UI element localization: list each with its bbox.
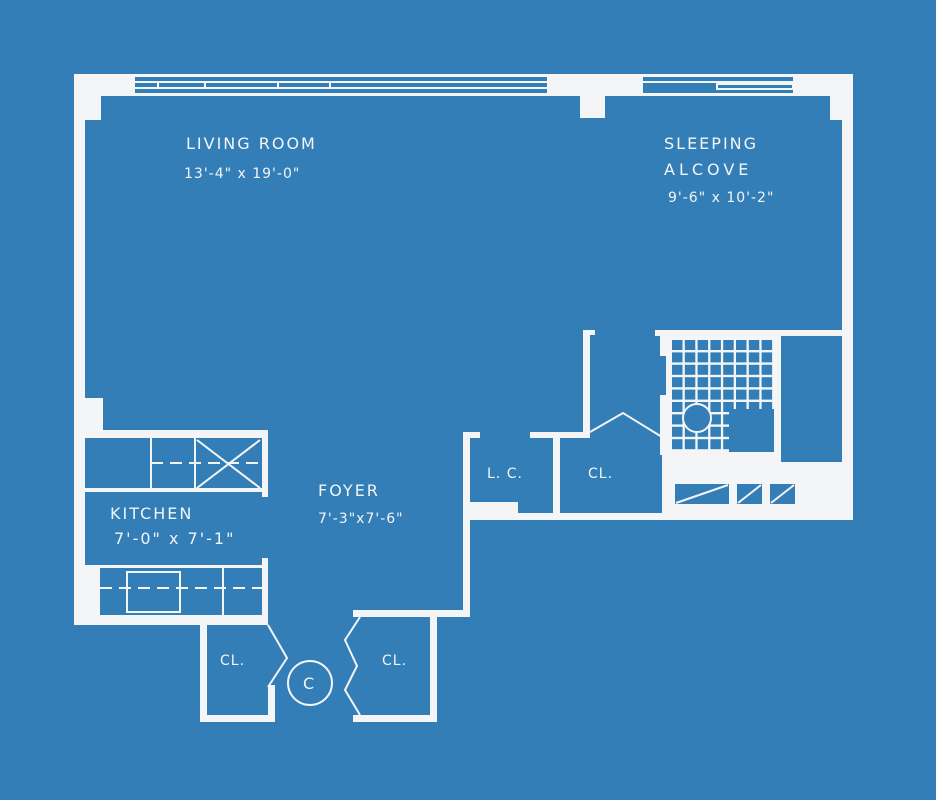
- stove-icon: [196, 439, 261, 489]
- tile: [697, 340, 709, 350]
- tile: [684, 439, 696, 450]
- tile: [736, 364, 747, 375]
- tile: [710, 364, 721, 375]
- tile: [684, 377, 696, 388]
- tile: [748, 364, 760, 375]
- tile: [736, 402, 747, 412]
- bifold-door: [343, 616, 361, 716]
- tile: [684, 352, 696, 363]
- kitchen-upper-counter: [150, 438, 262, 490]
- living-room-dims: 13'-4" x 19'-0": [184, 166, 300, 182]
- tile: [697, 377, 709, 388]
- kitchen-walls: [74, 430, 268, 625]
- kitchen-label: KITCHEN: [110, 504, 193, 523]
- closet-bath-label: CL.: [588, 466, 613, 482]
- tile: [710, 426, 721, 437]
- tile: [748, 377, 760, 388]
- tile: [672, 340, 683, 350]
- tile: [748, 402, 760, 412]
- sleeping-alcove-label-2: ALCOVE: [664, 160, 752, 179]
- tile: [684, 340, 696, 350]
- tile: [761, 340, 773, 350]
- tile: [723, 389, 734, 400]
- kitchen-dims: 7'-0" x 7'-1": [114, 529, 235, 548]
- tile: [710, 389, 721, 400]
- tile: [748, 352, 760, 363]
- foyer-dims: 7'-3"x7'-6": [318, 511, 404, 527]
- sink-icon: [126, 571, 181, 613]
- tile: [736, 377, 747, 388]
- tile: [697, 439, 709, 450]
- tile: [672, 439, 683, 450]
- tile: [672, 352, 683, 363]
- tile: [672, 364, 683, 375]
- tile: [684, 389, 696, 400]
- tile: [710, 402, 721, 412]
- tile: [761, 364, 773, 375]
- tile: [748, 340, 760, 350]
- closet-right-walls: [343, 610, 470, 722]
- tile: [684, 364, 696, 375]
- living-room-label: LIVING ROOM: [186, 134, 317, 153]
- window-living-room: [135, 77, 547, 93]
- tile: [761, 352, 773, 363]
- compactor-label: C: [303, 674, 314, 693]
- tile: [710, 352, 721, 363]
- tile: [684, 426, 696, 437]
- tile: [710, 439, 721, 450]
- tile: [672, 389, 683, 400]
- tile: [761, 389, 773, 400]
- tile: [723, 439, 734, 450]
- tile: [748, 389, 760, 400]
- closet-door: [589, 411, 663, 438]
- tile: [672, 402, 683, 412]
- tile: [697, 389, 709, 400]
- tile: [723, 402, 734, 412]
- tile: [672, 426, 683, 437]
- tile: [697, 352, 709, 363]
- tile: [723, 340, 734, 350]
- toilet-icon: [682, 403, 712, 433]
- tile: [736, 389, 747, 400]
- vanity-fixtures: [675, 484, 795, 504]
- tile: [723, 414, 734, 425]
- compactor-circle: [287, 660, 333, 706]
- tile: [736, 340, 747, 350]
- tile: [736, 352, 747, 363]
- foyer-label: FOYER: [318, 481, 380, 500]
- tile: [710, 377, 721, 388]
- tile: [723, 352, 734, 363]
- bathroom: [655, 330, 853, 513]
- tile: [723, 426, 734, 437]
- tile: [697, 364, 709, 375]
- closet-right-label: CL.: [382, 653, 407, 669]
- tile: [723, 364, 734, 375]
- tile: [672, 377, 683, 388]
- tile: [761, 377, 773, 388]
- closet-left-walls: [200, 618, 289, 722]
- window-sleeping-alcove: [643, 77, 794, 93]
- tile: [710, 340, 721, 350]
- tub-icon: [729, 409, 774, 452]
- sleeping-alcove-dims: 9'-6" x 10'-2": [668, 190, 774, 206]
- bifold-door: [267, 624, 289, 688]
- closet-left-label: CL.: [220, 653, 245, 669]
- tile: [761, 402, 773, 412]
- tile: [723, 377, 734, 388]
- foyer-walls: [463, 330, 853, 617]
- bath-closet: [781, 336, 842, 462]
- tile: [710, 414, 721, 425]
- sleeping-alcove-label: SLEEPING: [664, 134, 758, 153]
- kitchen-lower-counter: [100, 566, 262, 615]
- linen-closet-label: L. C.: [487, 466, 523, 482]
- tile: [672, 414, 683, 425]
